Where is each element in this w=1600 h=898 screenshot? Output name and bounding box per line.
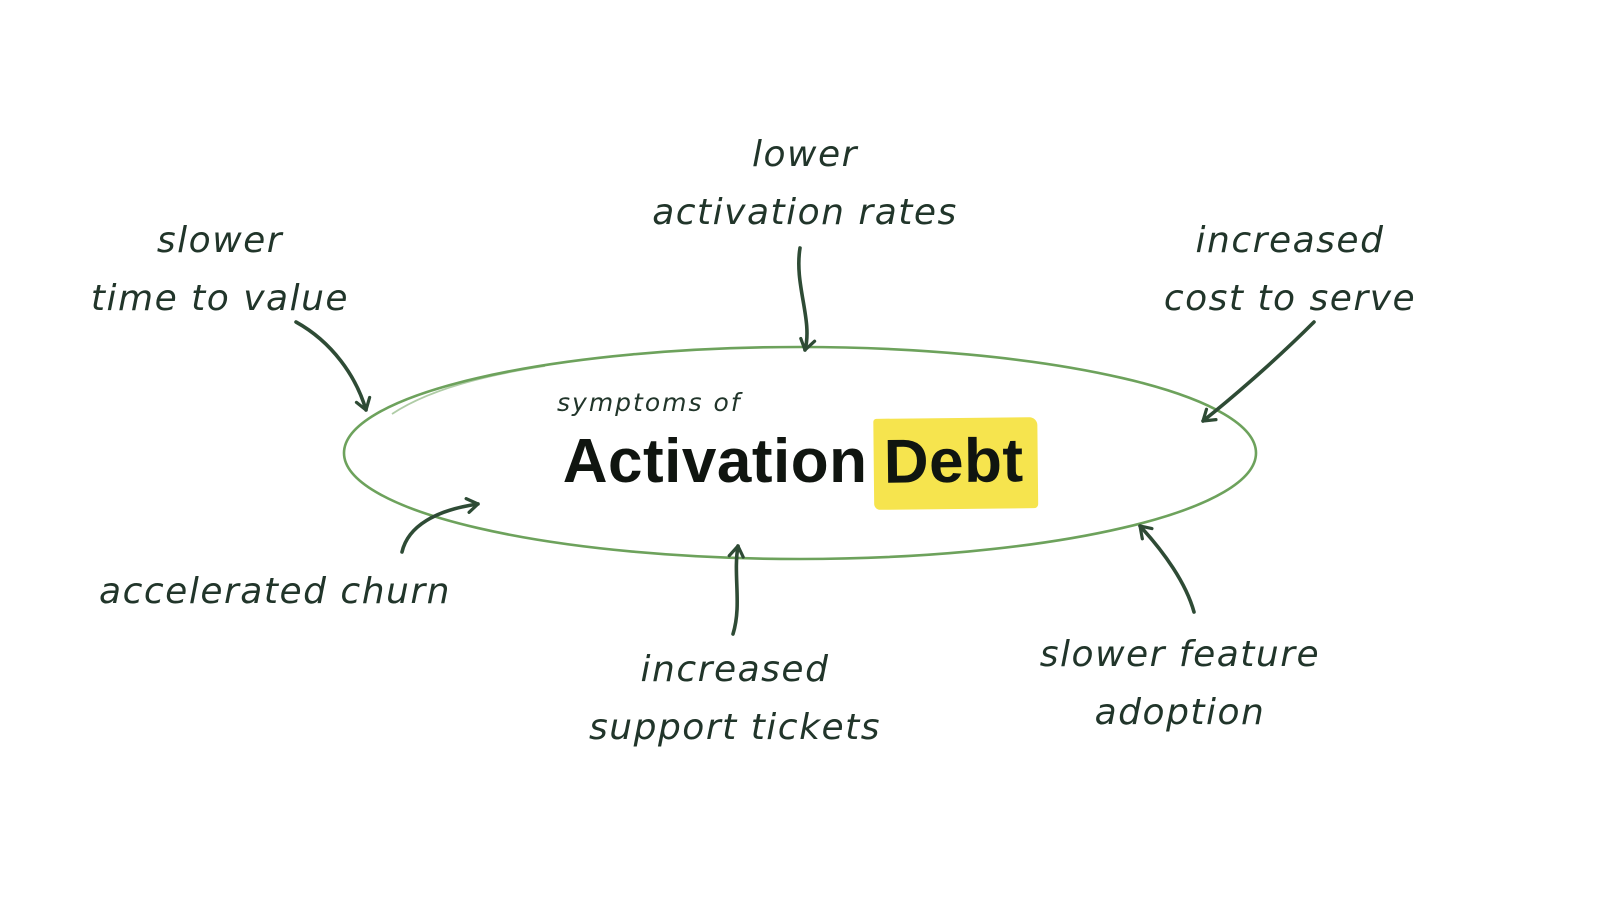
label-slower-feature-adoption: slower feature adoption: [985, 626, 1375, 742]
label-line: activation rates: [652, 192, 958, 233]
arrow-lower-activation-rates: [797, 246, 817, 352]
label-increased-support-tickets: increased support tickets: [520, 641, 950, 757]
label-increased-cost-to-serve: increased cost to serve: [1100, 212, 1480, 328]
label-lower-activation-rates: lower activation rates: [590, 126, 1020, 242]
label-line: support tickets: [589, 707, 881, 748]
label-line: slower: [156, 220, 284, 261]
label-line: increased: [640, 649, 830, 690]
label-line: slower feature: [1039, 634, 1321, 675]
arrow-slower-time-to-value: [294, 320, 372, 412]
label-line: increased: [1195, 220, 1385, 261]
label-line: lower: [752, 134, 858, 175]
arrow-increased-cost-to-serve: [1201, 320, 1316, 423]
arrow-slower-feature-adoption: [1138, 524, 1196, 614]
arrow-accelerated-churn: [400, 497, 480, 554]
arrow-increased-support-tickets: [727, 544, 745, 636]
title-plain: Activation: [562, 427, 868, 496]
label-line: accelerated churn: [99, 571, 451, 612]
label-line: time to value: [90, 278, 350, 319]
label-slower-time-to-value: slower time to value: [40, 212, 400, 328]
label-line: adoption: [1094, 692, 1266, 733]
label-line: cost to serve: [1163, 278, 1417, 319]
label-accelerated-churn: accelerated churn: [80, 563, 470, 621]
ellipse-sketch-echo: [391, 365, 546, 415]
diagram-subtitle: symptoms of: [557, 388, 742, 417]
title-highlighted: Debt: [872, 417, 1038, 510]
